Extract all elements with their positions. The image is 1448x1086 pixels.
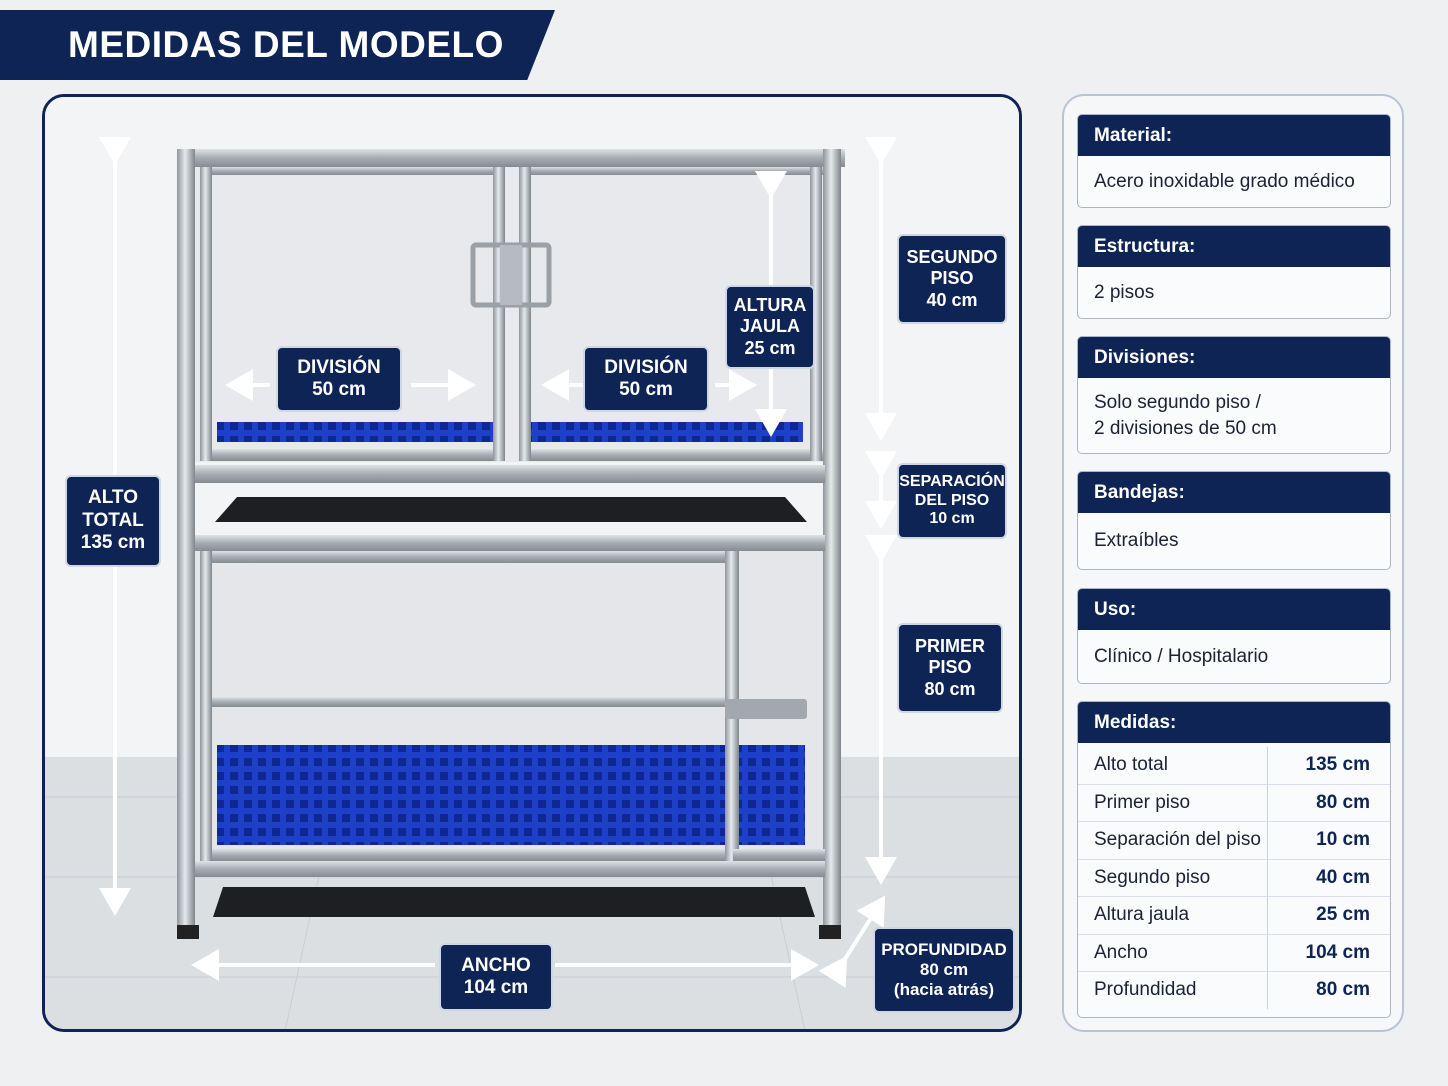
material-card: Material: Acero inoxidable grado médico: [1077, 114, 1391, 208]
table-row: Separación del piso 10 cm: [1078, 822, 1390, 860]
table-row: Primer piso 80 cm: [1078, 784, 1390, 822]
division-left-label: DIVISIÓN 50 cm: [276, 346, 402, 412]
medidas-table: Alto total 135 cm Primer piso 80 cm Sepa…: [1078, 743, 1390, 1017]
primer-piso-label: PRIMER PISO 80 cm: [897, 623, 1003, 713]
medidas-heading: Medidas:: [1078, 702, 1390, 743]
lower-removable-tray: [213, 887, 815, 917]
bandejas-heading: Bandejas:: [1078, 472, 1390, 513]
alto-total-label: ALTO TOTAL 135 cm: [65, 475, 161, 567]
upper-removable-tray: [215, 497, 807, 522]
table-row: Profundidad 80 cm: [1078, 972, 1390, 1009]
estructura-heading: Estructura:: [1078, 226, 1390, 267]
estructura-card: Estructura: 2 pisos: [1077, 225, 1391, 319]
uso-value: Clínico / Hospitalario: [1094, 645, 1269, 667]
profundidad-label: PROFUNDIDAD 80 cm (hacia atrás): [873, 927, 1015, 1013]
cage-illustration: [45, 97, 1019, 1029]
altura-jaula-label: ALTURA JAULA 25 cm: [725, 285, 815, 369]
estructura-value: 2 pisos: [1094, 281, 1155, 303]
bandejas-value: Extraíbles: [1094, 530, 1179, 551]
material-heading: Material:: [1078, 115, 1390, 156]
divisiones-heading: Divisiones:: [1078, 337, 1390, 378]
uso-heading: Uso:: [1078, 589, 1390, 630]
table-row: Altura jaula 25 cm: [1078, 897, 1390, 935]
bandejas-card: Bandejas: Extraíbles: [1077, 471, 1391, 570]
title-banner: MEDIDAS DEL MODELO: [0, 10, 555, 80]
table-row: Segundo piso 40 cm: [1078, 859, 1390, 897]
separacion-piso-label: SEPARACIÓN DEL PISO 10 cm: [897, 463, 1007, 539]
material-value: Acero inoxidable grado médico: [1094, 170, 1355, 192]
uso-card: Uso: Clínico / Hospitalario: [1077, 588, 1391, 684]
table-row: Ancho 104 cm: [1078, 934, 1390, 972]
divisiones-value-line-2: 2 divisiones de 50 cm: [1094, 417, 1277, 439]
divisiones-card: Divisiones: Solo segundo piso / 2 divisi…: [1077, 336, 1391, 454]
division-right-label: DIVISIÓN 50 cm: [583, 346, 709, 412]
divisiones-value-line-1: Solo segundo piso /: [1094, 391, 1261, 413]
ancho-label: ANCHO 104 cm: [439, 943, 553, 1011]
page-title: MEDIDAS DEL MODELO: [68, 24, 504, 65]
segundo-piso-label: SEGUNDO PISO 40 cm: [897, 234, 1007, 324]
specs-panel: Material: Acero inoxidable grado médico …: [1062, 94, 1404, 1032]
medidas-card: Medidas: Alto total 135 cm Primer piso 8…: [1077, 701, 1391, 1018]
product-photo-panel: ALTO TOTAL 135 cm DIVISIÓN 50 cm DIVISIÓ…: [42, 94, 1022, 1032]
table-row: Alto total 135 cm: [1078, 747, 1390, 785]
upper-left-grid-tray: [217, 422, 502, 442]
cage: [177, 149, 845, 939]
